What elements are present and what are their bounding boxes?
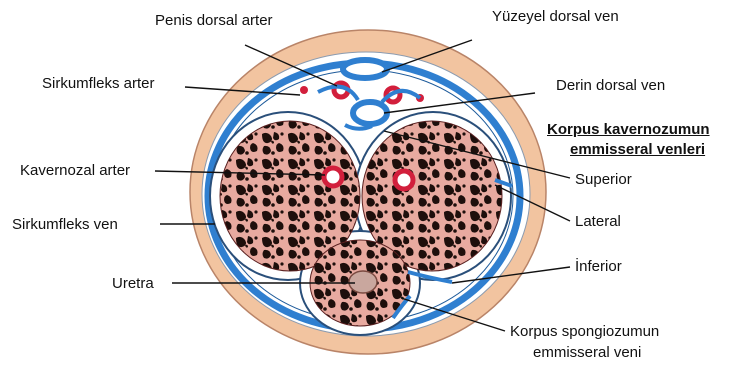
label-penis-dorsal-artery: Penis dorsal arter: [155, 12, 273, 29]
label-superficial-dorsal-vein: Yüzeyel dorsal ven: [492, 8, 619, 25]
label-deep-dorsal-vein: Derin dorsal ven: [556, 77, 665, 94]
deep-dorsal-vein: [353, 102, 387, 124]
label-emissary-heading-line1: Korpus kavernozumun: [547, 121, 710, 138]
label-cavernosal-artery: Kavernozal arter: [20, 162, 130, 179]
label-urethra: Uretra: [112, 275, 154, 292]
label-inferior: İnferior: [575, 258, 622, 275]
label-circumflex-vein: Sirkumfleks ven: [12, 216, 118, 233]
label-lateral: Lateral: [575, 213, 621, 230]
label-spongiosum-emissary-line1: Korpus spongiozumun: [510, 323, 659, 340]
label-circumflex-artery: Sirkumfleks arter: [42, 75, 155, 92]
superficial-dorsal-vein: [343, 60, 387, 78]
urethra-lumen: [349, 271, 377, 293]
label-superior: Superior: [575, 171, 632, 188]
label-emissary-heading-line2: emmisseral venleri: [570, 141, 705, 158]
label-spongiosum-emissary-line2: emmisseral veni: [533, 344, 641, 361]
